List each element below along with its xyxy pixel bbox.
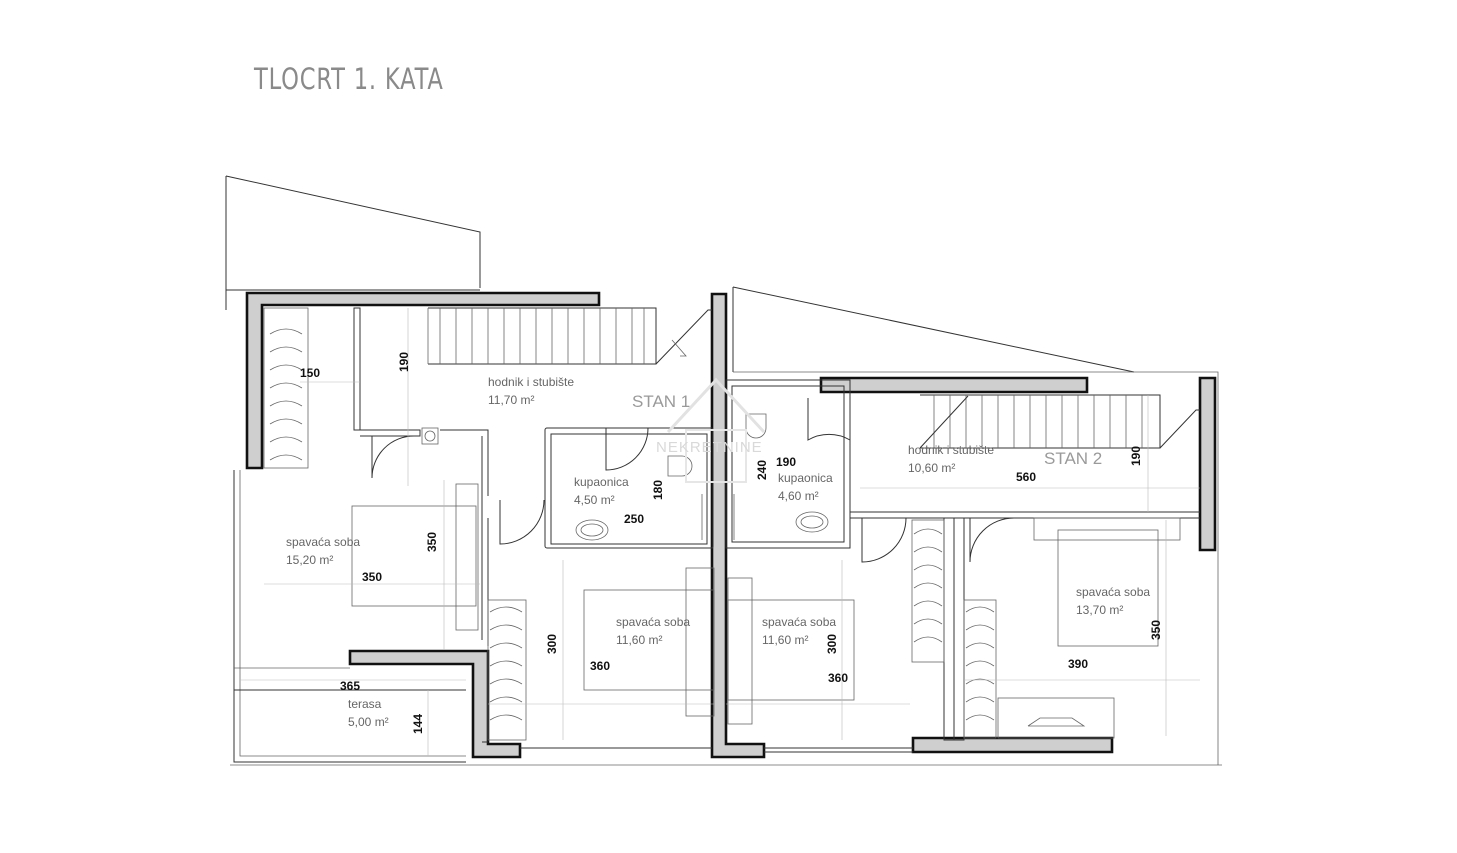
dim-190-bath: 190 — [776, 455, 796, 469]
dimension-guides — [240, 308, 1200, 756]
dim-190-hall-2: 190 — [1129, 446, 1143, 466]
dim-360-left: 360 — [590, 659, 610, 673]
watermark: NEKRETNINE — [656, 377, 766, 483]
beds — [351, 483, 1181, 739]
room-name-bed-1: spavaća soba — [286, 535, 360, 549]
room-name-bed-2: spavaća soba — [616, 615, 690, 629]
dim-150: 150 — [300, 366, 320, 380]
walls — [245, 291, 1217, 759]
dim-350-right: 350 — [1149, 620, 1163, 640]
room-name-bed-3: spavaća soba — [762, 615, 836, 629]
dim-250: 250 — [624, 512, 644, 526]
wardrobe-middle — [487, 599, 527, 741]
room-area-bath-1: 4,50 m² — [574, 493, 615, 507]
room-area-bed-1: 15,20 m² — [286, 553, 333, 567]
stair-left — [427, 307, 712, 365]
room-area-bed-4: 13,70 m² — [1076, 603, 1123, 617]
wardrobe-left — [263, 307, 309, 469]
room-area-hall-1: 11,70 m² — [488, 393, 534, 407]
room-name-bath-1: kupaonica — [574, 475, 629, 489]
stair-right — [919, 394, 1200, 449]
room-name-bath-2: kupaonica — [778, 471, 833, 485]
terrace-outline — [233, 470, 466, 763]
plan-title: TLOCRT 1. KATA — [254, 62, 444, 96]
room-area-bed-3: 11,60 m² — [762, 633, 808, 647]
dim-560: 560 — [1016, 470, 1036, 484]
dim-350-vertical: 350 — [425, 532, 439, 552]
room-name-hall-2: hodnik i stubište — [908, 443, 994, 457]
wardrobe-right-b — [963, 599, 997, 739]
dim-300-left: 300 — [545, 634, 559, 654]
unit-label-stan-2: STAN 2 — [1044, 449, 1102, 468]
room-name-terrace: terasa — [348, 697, 382, 711]
room-area-hall-2: 10,60 m² — [908, 461, 955, 475]
watermark-text: NEKRETNINE — [656, 439, 763, 456]
site-outline — [225, 175, 1222, 766]
dim-300-right: 300 — [825, 634, 839, 654]
dim-365: 365 — [340, 679, 360, 693]
fixtures — [421, 413, 1086, 727]
room-area-terrace: 5,00 m² — [348, 715, 389, 729]
dim-360-right: 360 — [828, 671, 848, 685]
doors — [371, 398, 1015, 563]
dim-180: 180 — [651, 480, 665, 500]
unit-label-stan-1: STAN 1 — [632, 392, 690, 411]
dim-190-hall: 190 — [397, 352, 411, 372]
room-area-bath-2: 4,60 m² — [778, 489, 819, 503]
room-area-bed-2: 11,60 m² — [616, 633, 662, 647]
room-name-bed-4: spavaća soba — [1076, 585, 1150, 599]
dim-350-horizontal: 350 — [362, 570, 382, 584]
dim-390: 390 — [1068, 657, 1088, 671]
dim-144: 144 — [411, 714, 425, 734]
dim-240: 240 — [755, 460, 769, 480]
wardrobe-right-a — [911, 519, 945, 663]
room-name-hall-1: hodnik i stubište — [488, 375, 574, 389]
